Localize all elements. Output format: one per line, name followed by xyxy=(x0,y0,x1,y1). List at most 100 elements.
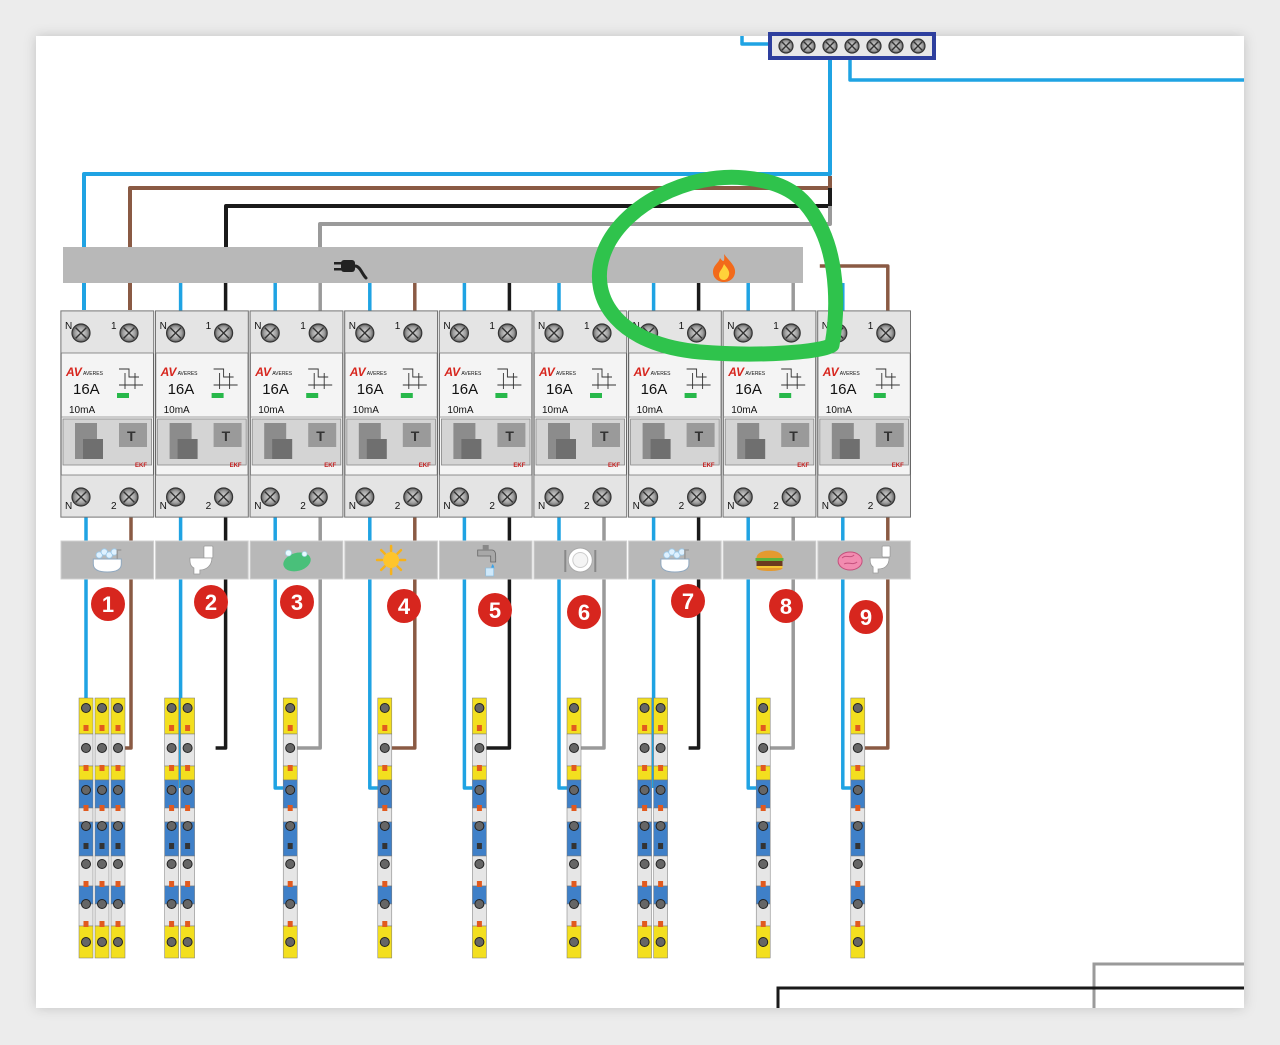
terminal-screw xyxy=(166,323,186,343)
terminal-screw xyxy=(544,487,564,507)
test-button[interactable] xyxy=(592,423,620,447)
brain-toilet-icon xyxy=(837,545,891,574)
terminal-label-2: 2 xyxy=(206,501,212,512)
terminal-label-n: N xyxy=(65,501,72,512)
manufacturer-mark: EKF xyxy=(230,463,242,469)
test-button[interactable] xyxy=(875,423,904,447)
circuit-label xyxy=(817,540,911,580)
phase-busbar-body xyxy=(63,247,803,283)
brand-name: AVERES xyxy=(745,371,766,377)
din-terminal-block xyxy=(282,697,298,959)
circuit-label xyxy=(60,540,155,580)
terminal-screw xyxy=(308,487,328,507)
test-button[interactable] xyxy=(213,423,242,447)
circuit-number: 6 xyxy=(578,600,590,625)
terminal-label-n: N xyxy=(443,501,450,512)
circuit-number: 4 xyxy=(398,594,411,619)
manufacturer-mark: EKF xyxy=(324,463,336,469)
din-terminal-block xyxy=(653,697,668,959)
busbar-screw xyxy=(866,38,882,54)
terminal-label-1: 1 xyxy=(584,321,590,332)
current-rating: 16A xyxy=(73,381,100,398)
terminal-screw xyxy=(686,487,707,507)
busbar-screw xyxy=(778,38,794,54)
leakage-rating: 10mA xyxy=(258,405,284,416)
circuit-label-strip xyxy=(60,540,911,580)
terminal-screw xyxy=(876,323,896,343)
test-button[interactable] xyxy=(781,423,810,447)
din-terminal-block xyxy=(377,697,393,959)
terminal-screw xyxy=(166,487,186,507)
din-terminal-block xyxy=(94,697,110,959)
leakage-rating: 10mA xyxy=(353,405,379,416)
din-terminal-block xyxy=(850,697,866,959)
circuit-number-badge: 3 xyxy=(280,585,314,619)
test-button-label: T xyxy=(695,428,704,444)
bottom-wiring xyxy=(776,962,1244,1008)
terminal-screw xyxy=(876,487,896,507)
busbar-screw xyxy=(822,38,838,54)
din-terminal-block xyxy=(637,697,652,959)
brand-name: AVERES xyxy=(178,371,199,377)
terminal-label-n: N xyxy=(443,321,450,332)
test-button[interactable] xyxy=(308,423,337,447)
terminal-label-1: 1 xyxy=(489,321,495,332)
terminal-label-2: 2 xyxy=(300,501,306,512)
status-indicator xyxy=(400,393,413,398)
din-terminal-block xyxy=(472,697,487,959)
status-indicator xyxy=(590,393,602,398)
schematic-symbol xyxy=(402,368,427,389)
circuit-number: 2 xyxy=(205,590,217,615)
circuit-label xyxy=(249,540,344,580)
terminal-label-2: 2 xyxy=(584,501,590,512)
terminal-screw xyxy=(119,487,139,507)
terminal-screw xyxy=(214,323,234,343)
terminal-screw xyxy=(592,487,612,507)
test-button[interactable] xyxy=(402,423,431,447)
manufacturer-mark: EKF xyxy=(513,463,525,469)
supply-wiring xyxy=(82,36,1244,310)
bathtub-icon xyxy=(92,548,122,573)
brand-name: AVERES xyxy=(367,371,388,377)
terminal-screw xyxy=(71,487,91,507)
test-button-label: T xyxy=(222,428,231,444)
din-terminal-block xyxy=(110,697,126,959)
terminal-label-n: N xyxy=(349,321,356,332)
schematic-symbol xyxy=(686,368,711,389)
test-button[interactable] xyxy=(119,423,147,447)
schematic-symbol xyxy=(119,368,143,389)
soap-icon xyxy=(283,549,311,572)
terminal-label-1: 1 xyxy=(679,321,685,332)
terminal-label-n: N xyxy=(727,501,734,512)
terminal-screw xyxy=(403,487,423,507)
test-button[interactable] xyxy=(686,423,715,447)
circuit-label xyxy=(344,540,438,580)
terminal-screw xyxy=(355,487,375,507)
terminal-screw xyxy=(733,487,753,507)
test-button[interactable] xyxy=(497,423,526,447)
brand-logo: AV xyxy=(822,365,840,379)
din-terminal-block xyxy=(164,697,179,959)
circuit-number: 5 xyxy=(489,598,501,623)
brand-name: AVERES xyxy=(651,371,672,377)
brand-name: AVERES xyxy=(556,371,577,377)
terminal-label-n: N xyxy=(160,321,167,332)
status-indicator xyxy=(211,393,224,398)
test-button-label: T xyxy=(127,428,136,444)
terminal-screw xyxy=(403,323,423,343)
brand-logo: AV xyxy=(349,365,367,379)
circuit-number-badge: 4 xyxy=(387,589,421,623)
current-rating: 16A xyxy=(830,381,857,398)
schematic-symbol xyxy=(213,368,238,389)
plug-icon xyxy=(334,260,368,280)
brand-logo: AV xyxy=(538,365,556,379)
